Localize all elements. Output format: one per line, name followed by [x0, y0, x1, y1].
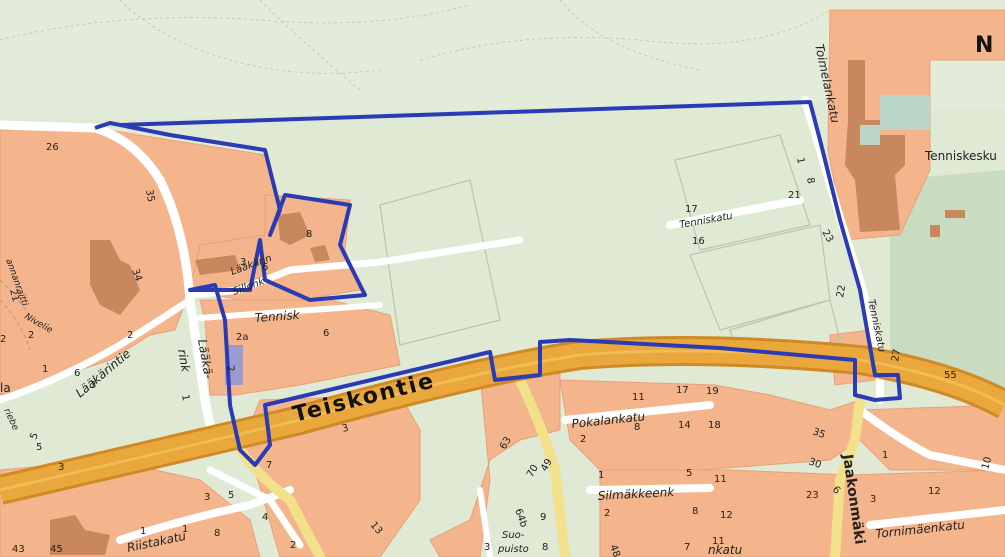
svg-text:8: 8 [634, 422, 640, 433]
svg-text:8: 8 [692, 506, 698, 517]
svg-text:6: 6 [323, 328, 329, 339]
svg-text:2: 2 [224, 365, 236, 373]
label-la: la [0, 381, 11, 395]
svg-text:8: 8 [542, 542, 548, 553]
svg-text:3: 3 [341, 423, 350, 435]
svg-text:55: 55 [944, 370, 957, 381]
teiskontie-road [0, 336, 1005, 505]
svg-text:8: 8 [214, 528, 220, 539]
svg-text:1: 1 [179, 394, 191, 402]
street-laakarinrinne-a: Lääkä- [195, 338, 216, 380]
house-numbers: 26 35 34 21 2 6 3 2 5 1 3 6 8 2a 6 2 3 7… [0, 142, 994, 557]
svg-text:23: 23 [806, 490, 819, 501]
svg-text:35: 35 [811, 426, 827, 441]
dashed-paths [0, 279, 41, 351]
svg-text:21: 21 [7, 288, 21, 303]
svg-text:26: 26 [46, 142, 59, 153]
svg-text:43: 43 [12, 544, 25, 555]
svg-text:2a: 2a [236, 332, 249, 343]
svg-text:9: 9 [540, 512, 546, 523]
svg-text:1: 1 [140, 526, 146, 537]
svg-text:17: 17 [685, 204, 698, 215]
street-laakarinrinne-b: rink [175, 348, 193, 374]
forest-trails [0, 0, 831, 91]
minor-roads [0, 96, 1005, 557]
street-silmakkeenk: Silmäkkeenk [597, 485, 675, 503]
svg-text:1: 1 [598, 470, 604, 481]
svg-text:12: 12 [928, 486, 941, 497]
svg-text:2: 2 [28, 330, 34, 341]
svg-text:1: 1 [794, 157, 806, 165]
svg-text:34: 34 [129, 267, 144, 283]
svg-text:2: 2 [290, 540, 296, 551]
svg-text:19: 19 [706, 386, 719, 397]
svg-text:14: 14 [678, 420, 691, 431]
svg-text:2: 2 [604, 508, 610, 519]
svg-text:3: 3 [90, 380, 96, 391]
svg-text:22: 22 [835, 284, 848, 298]
area-label-tenniskeskus: Tenniskesku [924, 149, 997, 163]
street-tennisk: Tennisk [254, 308, 301, 325]
svg-text:6: 6 [74, 368, 80, 379]
svg-text:8: 8 [804, 177, 816, 185]
svg-text:5: 5 [686, 468, 692, 479]
svg-text:7: 7 [266, 460, 272, 471]
svg-text:7: 7 [684, 542, 690, 553]
open-area [0, 0, 1005, 120]
svg-text:12: 12 [720, 510, 733, 521]
svg-text:10: 10 [980, 456, 994, 471]
svg-text:11: 11 [712, 536, 725, 547]
svg-text:18: 18 [708, 420, 721, 431]
svg-text:17: 17 [676, 385, 689, 396]
svg-text:3: 3 [484, 542, 490, 553]
planning-area-boundary [94, 100, 902, 467]
svg-text:2: 2 [127, 330, 133, 341]
street-nkatu-bottom: nkatu [708, 543, 743, 557]
svg-text:2: 2 [0, 334, 6, 345]
svg-text:16: 16 [692, 236, 705, 247]
svg-text:3: 3 [240, 257, 246, 268]
svg-text:1: 1 [182, 524, 188, 535]
forest-area [890, 170, 1005, 400]
buildings [50, 60, 965, 555]
svg-text:30: 30 [807, 456, 823, 471]
svg-text:5: 5 [228, 490, 234, 501]
svg-text:11: 11 [714, 474, 727, 485]
svg-text:48: 48 [607, 543, 622, 557]
svg-text:11: 11 [632, 392, 645, 403]
svg-text:3: 3 [58, 462, 64, 473]
street-suopuisto-b: puisto [497, 544, 529, 555]
svg-text:4: 4 [262, 512, 268, 523]
corner-label: N [975, 33, 993, 58]
svg-text:2: 2 [580, 434, 586, 445]
street-suopuisto-a: Suo- [502, 530, 525, 541]
svg-text:45: 45 [50, 544, 63, 555]
svg-text:27: 27 [890, 348, 903, 362]
svg-text:1: 1 [882, 450, 888, 461]
svg-text:8: 8 [306, 229, 312, 240]
svg-text:3: 3 [204, 492, 210, 503]
svg-text:5: 5 [36, 442, 42, 453]
svg-text:3: 3 [870, 494, 876, 505]
svg-text:21: 21 [788, 190, 801, 201]
svg-text:5: 5 [28, 431, 41, 441]
svg-text:1: 1 [42, 364, 48, 375]
svg-text:35: 35 [143, 189, 156, 203]
svg-text:6: 6 [262, 262, 268, 273]
